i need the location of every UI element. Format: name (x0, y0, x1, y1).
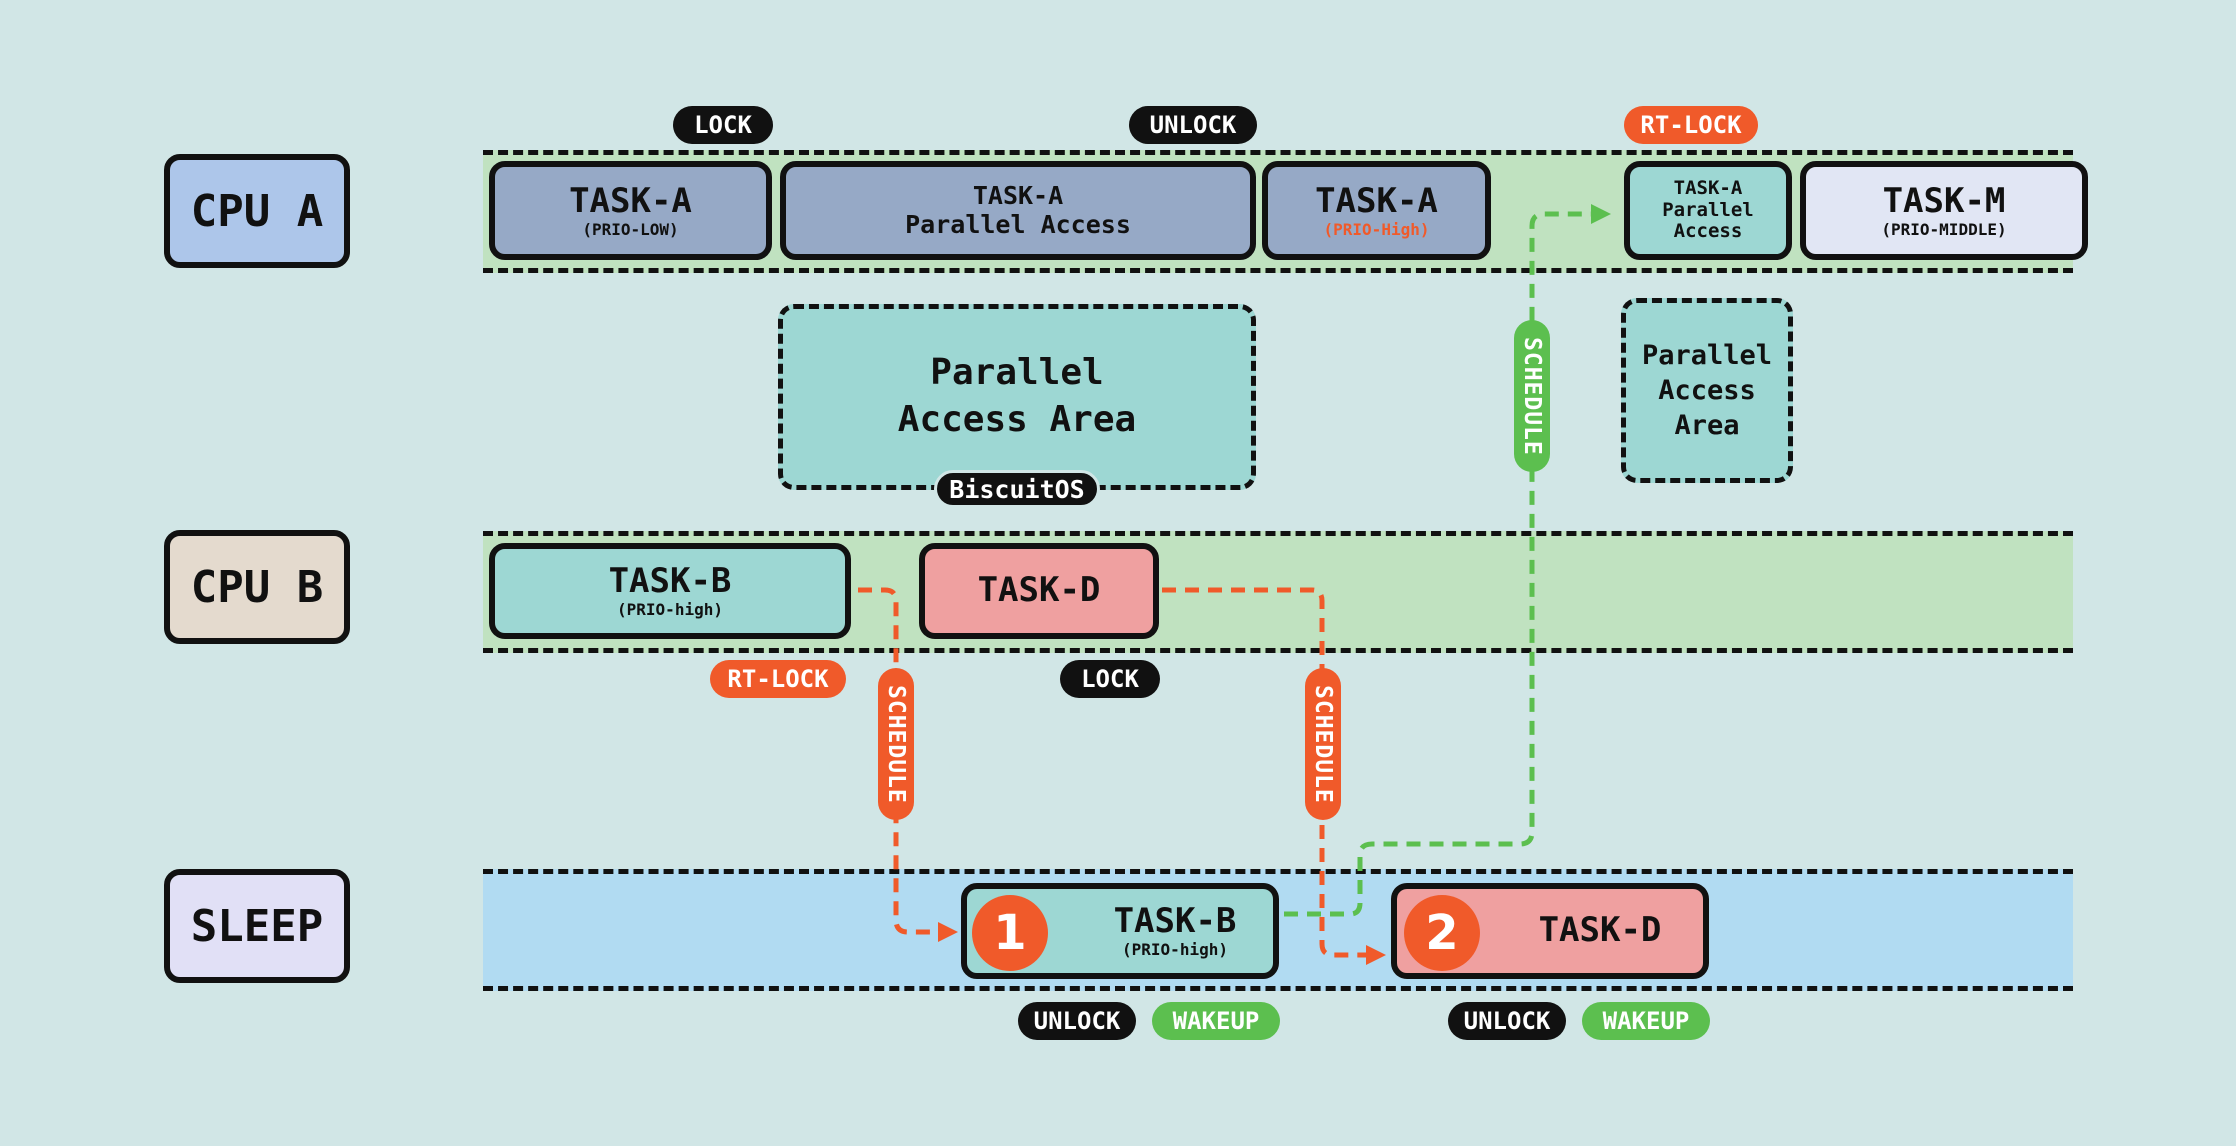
task-a-parallel-small-line1: TASK-A (1673, 176, 1743, 199)
task-a-parallel-block: TASK-A Parallel Access (780, 161, 1256, 260)
sleep-task-d-name: TASK-D (1538, 910, 1662, 951)
row-label-cpu-a: CPU A (164, 154, 350, 268)
row-label-sleep: SLEEP (164, 869, 350, 983)
task-a-parallel-small-line3: Access (1673, 220, 1743, 243)
rt-lock-badge-cpu-a: RT-LOCK (1624, 106, 1758, 144)
rt-lock-badge-cpu-b: RT-LOCK (710, 660, 846, 698)
step-badge-2: 2 (1404, 895, 1480, 971)
task-b-prio: (PRIO-high) (617, 600, 723, 620)
lock-badge-cpu-a: LOCK (673, 106, 773, 144)
parallel-access-area: Parallel Access Area (778, 304, 1256, 490)
schedule-label-b: SCHEDULE (878, 668, 914, 820)
schedule-label-d: SCHEDULE (1305, 668, 1341, 820)
task-a-low-name: TASK-A (569, 180, 692, 221)
wakeup-arrow-cpu-a (1284, 204, 1611, 917)
wakeup-badge-sleep-1: WAKEUP (1152, 1002, 1280, 1040)
unlock-badge-sleep-1: UNLOCK (1018, 1002, 1136, 1040)
task-a-parallel-line2: Parallel Access (905, 209, 1131, 239)
sleep-task-b-name: TASK-B (1113, 901, 1237, 942)
task-a-parallel-small-block: TASK-A Parallel Access (1624, 161, 1792, 260)
task-a-low-block: TASK-A (PRIO-LOW) (489, 161, 772, 260)
task-d-block: TASK-D (919, 543, 1159, 639)
wakeup-badge-sleep-2: WAKEUP (1582, 1002, 1710, 1040)
task-d-name: TASK-D (977, 570, 1101, 611)
schedule-label-wakeup: SCHEDULE (1514, 320, 1550, 472)
step-badge-1: 1 (972, 895, 1048, 971)
task-a-high-block: TASK-A (PRIO-High) (1262, 161, 1491, 260)
unlock-badge-cpu-a: UNLOCK (1129, 106, 1257, 144)
task-a-high-prio: (PRIO-High) (1323, 219, 1430, 239)
task-b-block: TASK-B (PRIO-high) (489, 543, 851, 639)
schedule-arrow-b (858, 587, 958, 942)
task-m-block: TASK-M (PRIO-MIDDLE) (1800, 161, 2088, 260)
row-label-cpu-b: CPU B (164, 530, 350, 644)
biscuitos-badge: BiscuitOS (934, 470, 1100, 508)
parallel-access-area-small: Parallel Access Area (1621, 298, 1793, 483)
task-a-parallel-line1: TASK-A (972, 180, 1064, 210)
task-a-low-prio: (PRIO-LOW) (582, 219, 679, 239)
task-m-name: TASK-M (1882, 180, 2006, 221)
task-b-name: TASK-B (608, 561, 732, 602)
lock-badge-cpu-b: LOCK (1060, 660, 1160, 698)
task-a-parallel-small-line2: Parallel (1662, 198, 1754, 221)
task-a-high-name: TASK-A (1315, 180, 1438, 221)
task-m-prio: (PRIO-MIDDLE) (1881, 219, 2007, 239)
sleep-task-b-prio: (PRIO-high) (1122, 940, 1228, 960)
unlock-badge-sleep-2: UNLOCK (1448, 1002, 1566, 1040)
